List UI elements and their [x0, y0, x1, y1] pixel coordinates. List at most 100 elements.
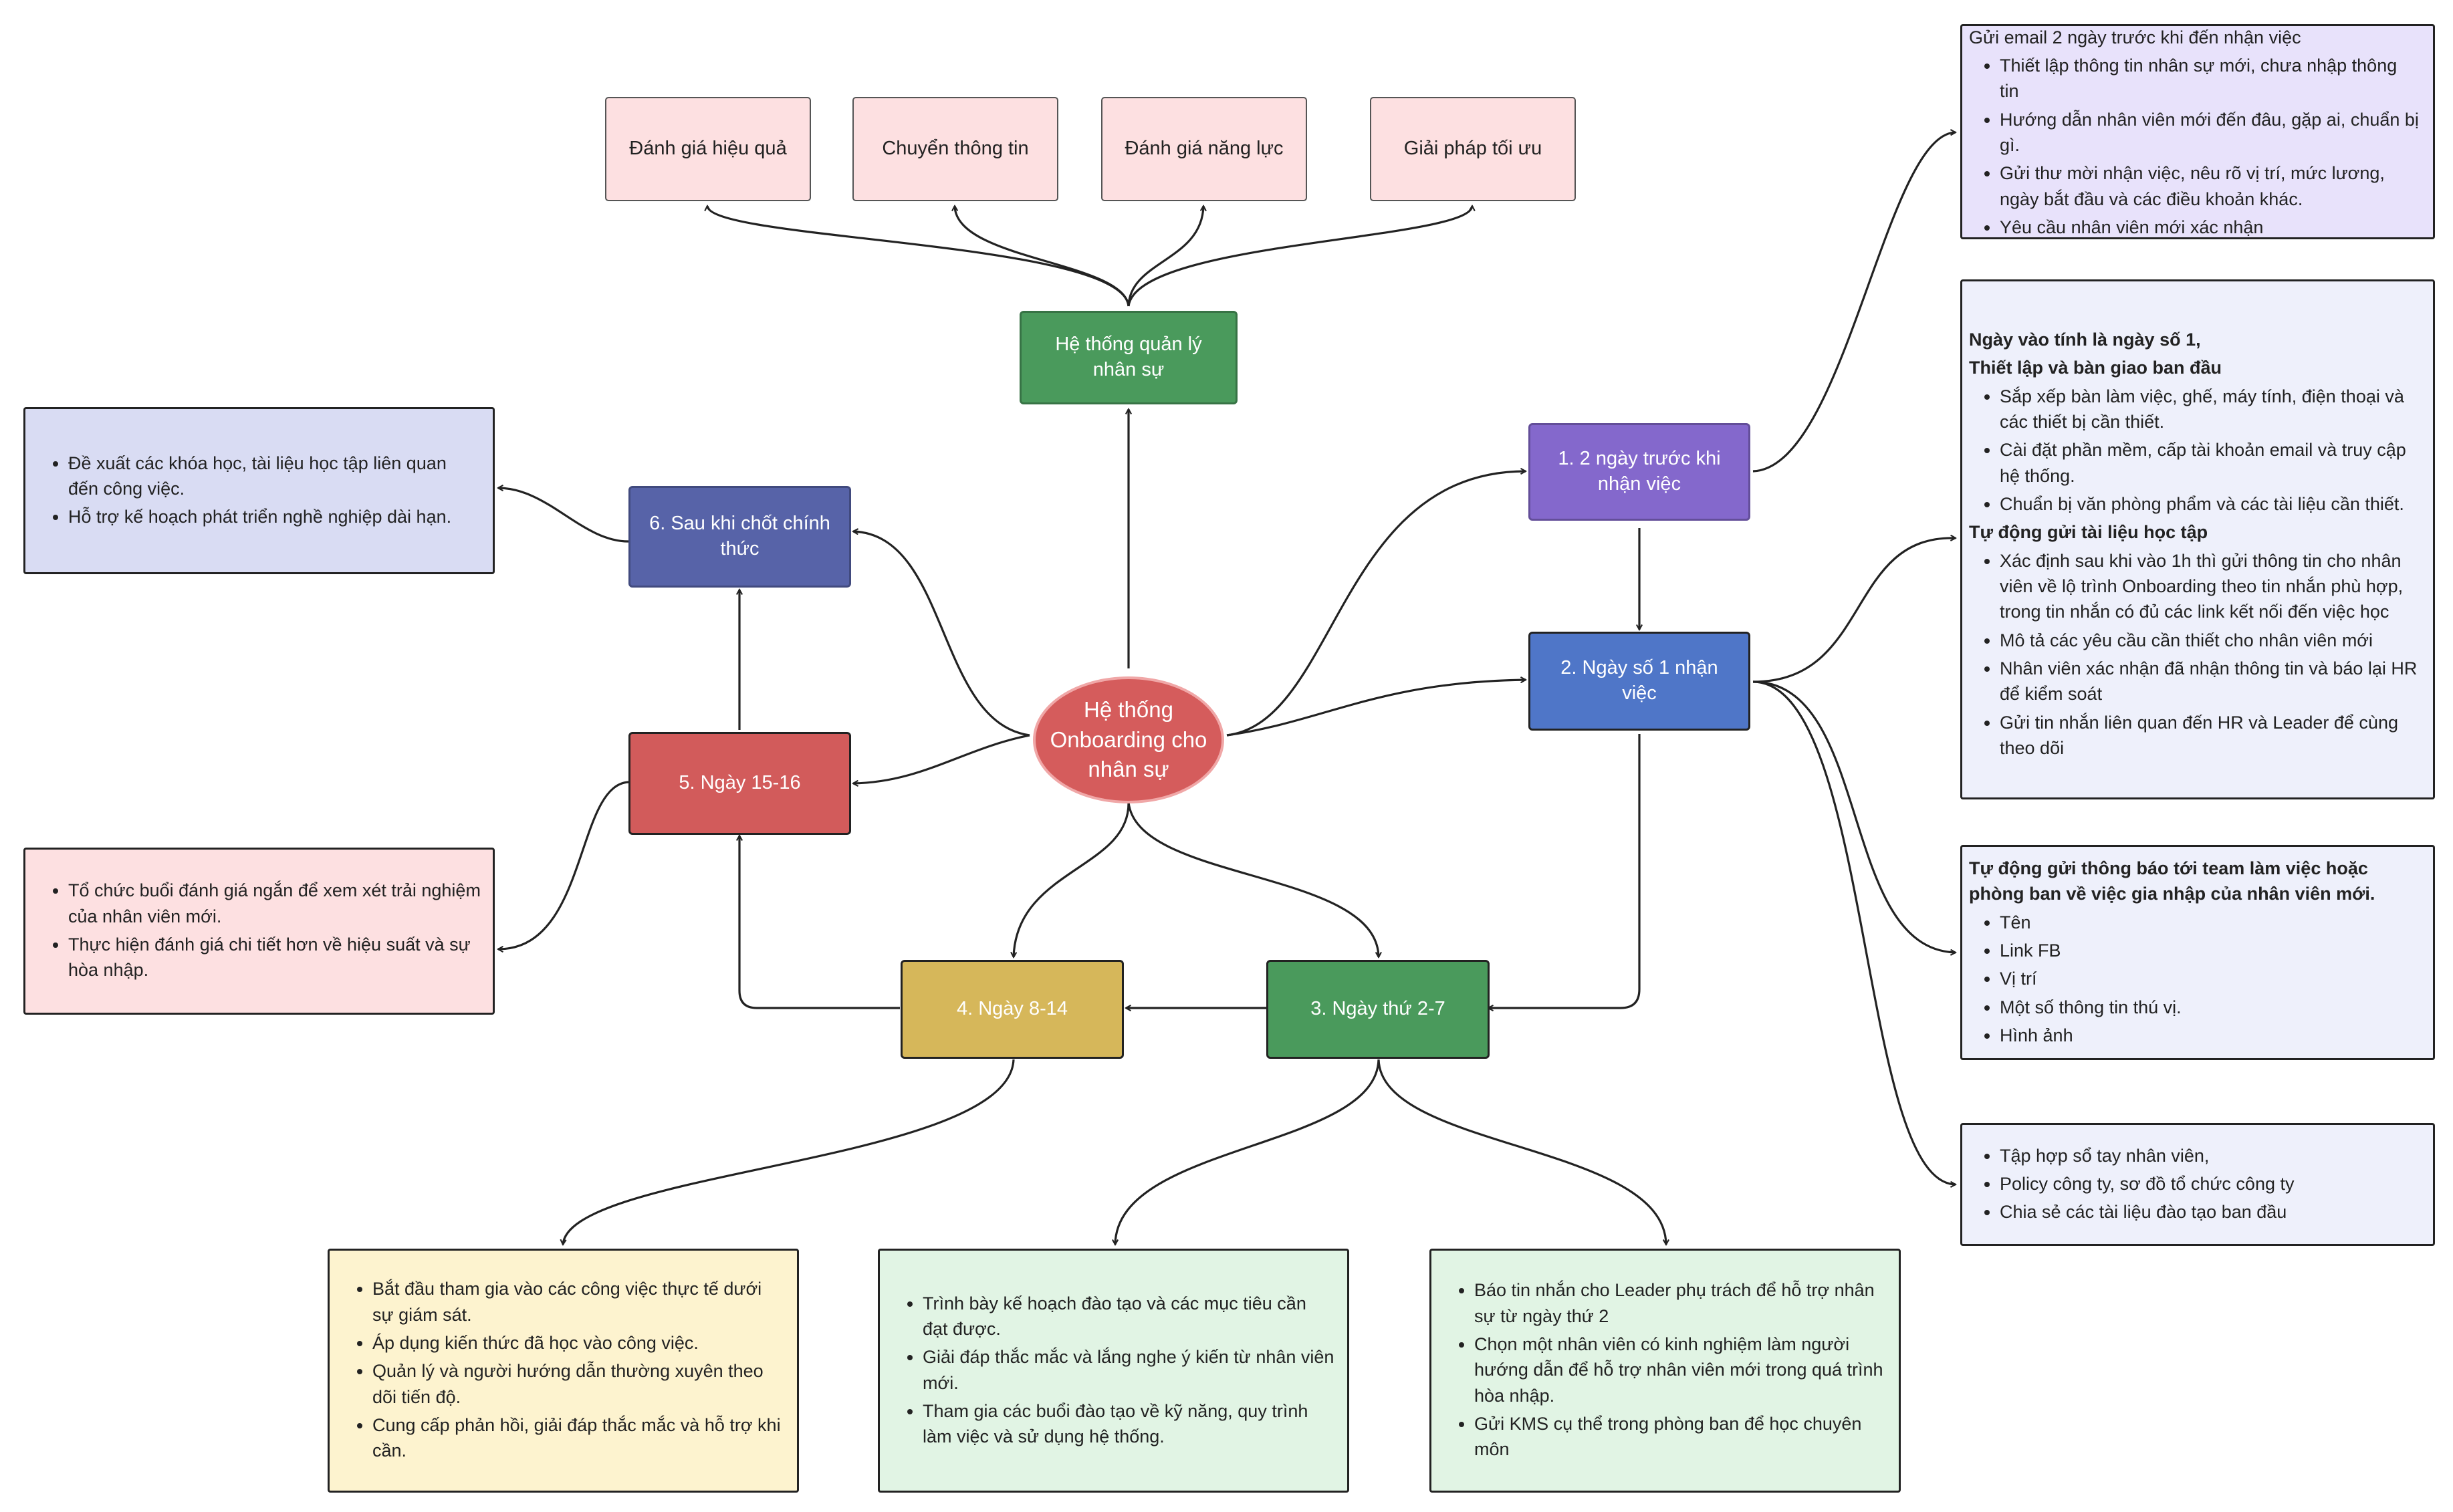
- hr-feature-node[interactable]: Đánh giá hiệu quả: [605, 97, 811, 201]
- note-bullet: Hình ảnh: [2000, 1023, 2421, 1048]
- edge-step2-step3: [1488, 734, 1641, 1008]
- note-step3-mentor: Báo tin nhắn cho Leader phụ trách để hỗ …: [1429, 1249, 1901, 1493]
- note-bullet: Áp dụng kiến thức đã học vào công việc.: [372, 1330, 785, 1356]
- note-bullet: Gửi KMS cụ thể trong phòng ban để học ch…: [1474, 1411, 1887, 1463]
- edge-step6-note: [498, 488, 629, 543]
- center-node[interactable]: Hệ thống Onboarding cho nhân sự: [1033, 676, 1224, 803]
- note-list: Báo tin nhắn cho Leader phụ trách để hỗ …: [1443, 1277, 1887, 1465]
- note-bullet: Gửi tin nhắn liên quan đến HR và Leader …: [2000, 710, 2421, 761]
- note-list: Tổ chức buổi đánh giá ngắn để xem xét tr…: [37, 878, 481, 985]
- hr-system-label: Hệ thống quản lý nhân sự: [1055, 334, 1202, 380]
- note-bullet: Gửi thư mời nhận việc, nêu rõ vị trí, mứ…: [2000, 160, 2421, 212]
- note-day1-announce: Tự động gửi thông báo tới team làm việc …: [1960, 845, 2435, 1060]
- center-label: Hệ thống Onboarding cho nhân sự: [1050, 697, 1207, 782]
- step6-node[interactable]: 6. Sau khi chốt chính thức: [628, 486, 851, 588]
- edge-center-step5: [853, 734, 1030, 783]
- hr-feature-node[interactable]: Đánh giá năng lực: [1101, 97, 1307, 201]
- note-bullet: Cung cấp phản hồi, giải đáp thắc mắc và …: [372, 1412, 785, 1464]
- edge-hr-feature-4: [1127, 206, 1472, 307]
- edge-center-step2: [1226, 680, 1526, 737]
- note-bullet: Hỗ trợ kế hoạch phát triển nghề nghiệp d…: [68, 504, 481, 529]
- note-list: TênLink FB Vị tríMột số thông tin thú vị.…: [1969, 910, 2421, 1051]
- step5-node[interactable]: 5. Ngày 15-16: [628, 732, 851, 835]
- note-list: Đề xuất các khóa học, tài liệu học tập l…: [37, 451, 481, 533]
- note-heading: Thiết lập và bàn giao ban đầu: [1969, 358, 2222, 378]
- hr-feature-label: Giải pháp tối ưu: [1403, 138, 1542, 160]
- edge-step3-training: [1115, 1059, 1380, 1245]
- edge-hr-feature-3: [1127, 206, 1203, 307]
- note-bullet: Giải đáp thắc mắc và lắng nghe ý kiến từ…: [923, 1344, 1335, 1396]
- note-list: Thiết lập thông tin nhân sự mới, chưa nh…: [1969, 53, 2421, 243]
- edge-center-step6: [853, 531, 1030, 737]
- note-bullet: Cài đặt phần mềm, cấp tài khoản email và…: [2000, 437, 2421, 489]
- edge-hr-feature-1: [707, 206, 1130, 307]
- note-bullet: Tập hợp sổ tay nhân viên,: [2000, 1143, 2421, 1168]
- step4-label: 4. Ngày 8-14: [956, 998, 1068, 1020]
- note-pre-hire: Gửi email 2 ngày trước khi đến nhận việc…: [1960, 24, 2435, 239]
- note-bullet: Báo tin nhắn cho Leader phụ trách để hỗ …: [1474, 1277, 1887, 1329]
- step2-label: 2. Ngày số 1 nhận việc: [1560, 657, 1718, 704]
- note-bullet: Xác định sau khi vào 1h thì gửi thông ti…: [2000, 548, 2421, 625]
- note-bullet: Bắt đầu tham gia vào các công việc thực …: [372, 1276, 785, 1328]
- hr-feature-node[interactable]: Giải pháp tối ưu: [1370, 97, 1576, 201]
- note-list: Sắp xếp bàn làm việc, ghế, máy tính, điệ…: [1969, 384, 2421, 520]
- step4-node[interactable]: 4. Ngày 8-14: [901, 960, 1124, 1059]
- note-bullet: Sắp xếp bàn làm việc, ghế, máy tính, điệ…: [2000, 384, 2421, 435]
- edge-hr-feature-2: [955, 206, 1130, 307]
- hr-feature-label: Đánh giá hiệu quả: [629, 138, 787, 160]
- edge-step3-mentor: [1377, 1059, 1666, 1245]
- note-bullet: Tham gia các buổi đào tạo về kỹ năng, qu…: [923, 1398, 1335, 1450]
- edge-step5-note: [498, 781, 629, 949]
- edge-step1-note: [1752, 132, 1956, 473]
- edge-step2-announce: [1752, 680, 1956, 953]
- note-step6: Đề xuất các khóa học, tài liệu học tập l…: [23, 407, 495, 574]
- edge-center-step3: [1127, 801, 1379, 957]
- note-day1-setup: Ngày vào tính là ngày số 1, Thiết lập và …: [1960, 279, 2435, 799]
- note-step4: Bắt đầu tham gia vào các công việc thực …: [328, 1249, 799, 1493]
- note-bullet: Tổ chức buổi đánh giá ngắn để xem xét tr…: [68, 878, 481, 929]
- note-list: Tập hợp sổ tay nhân viên, Policy công ty,…: [1969, 1143, 2421, 1228]
- note-step5: Tổ chức buổi đánh giá ngắn để xem xét tr…: [23, 848, 495, 1015]
- step1-node[interactable]: 1. 2 ngày trước khi nhận việc: [1528, 423, 1750, 521]
- note-day1-docs: Tập hợp sổ tay nhân viên, Policy công ty,…: [1960, 1123, 2435, 1246]
- step5-label: 5. Ngày 15-16: [679, 772, 801, 794]
- note-heading: Tự động gửi thông báo tới team làm việc …: [1969, 858, 2375, 904]
- note-bullet: Nhân viên xác nhận đã nhận thông tin và …: [2000, 656, 2421, 707]
- note-bullet: Policy công ty, sơ đồ tổ chức công ty: [2000, 1171, 2421, 1196]
- step1-label: 1. 2 ngày trước khi nhận việc: [1558, 448, 1721, 495]
- hr-feature-label: Đánh giá năng lực: [1125, 138, 1284, 160]
- hr-feature-node[interactable]: Chuyển thông tin: [852, 97, 1058, 201]
- note-bullet: Quản lý và người hướng dẫn thường xuyên …: [372, 1358, 785, 1410]
- note-bullet: Hướng dẫn nhân viên mới đến đâu, gặp ai,…: [2000, 107, 2421, 158]
- note-heading: Ngày vào tính là ngày số 1,: [1969, 330, 2201, 350]
- edge-center-step4: [1014, 801, 1130, 957]
- note-list: Trình bày kế hoạch đào tạo và các mục ti…: [892, 1291, 1335, 1453]
- note-step3-training: Trình bày kế hoạch đào tạo và các mục ti…: [878, 1249, 1349, 1493]
- edge-center-step1: [1226, 471, 1526, 737]
- note-bullet: Yêu cầu nhân viên mới xác nhận: [2000, 215, 2421, 240]
- edge-step4-step5: [739, 836, 900, 1009]
- step6-label: 6. Sau khi chốt chính thức: [649, 513, 830, 559]
- note-bullet: Đề xuất các khóa học, tài liệu học tập l…: [68, 451, 481, 502]
- hr-system-node[interactable]: Hệ thống quản lý nhân sự: [1020, 311, 1238, 404]
- note-bullet: Chuẩn bị văn phòng phẩm và các tài liệu …: [2000, 491, 2421, 517]
- edge-step2-docs: [1752, 680, 1956, 1184]
- edge-step2-setup: [1752, 538, 1956, 683]
- note-bullet: Chọn một nhân viên có kinh nghiệm làm ng…: [1474, 1332, 1887, 1408]
- note-list: Bắt đầu tham gia vào các công việc thực …: [342, 1276, 785, 1466]
- note-bullet: Một số thông tin thú vị.: [2000, 995, 2421, 1020]
- step2-node[interactable]: 2. Ngày số 1 nhận việc: [1528, 632, 1750, 731]
- note-bullet: Tên: [2000, 910, 2421, 935]
- note-bullet: Chia sẻ các tài liệu đào tạo ban đầu: [2000, 1199, 2421, 1225]
- note-bullet: Thực hiện đánh giá chi tiết hơn về hiệu …: [68, 932, 481, 983]
- note-list: Xác định sau khi vào 1h thì gửi thông ti…: [1969, 548, 2421, 764]
- step3-label: 3. Ngày thứ 2-7: [1310, 998, 1445, 1020]
- note-bullet: Mô tả các yêu cầu cần thiết cho nhân viê…: [2000, 628, 2421, 653]
- note-bullet: Trình bày kế hoạch đào tạo và các mục ti…: [923, 1291, 1335, 1342]
- note-bullet: Vị trí: [2000, 966, 2421, 991]
- hr-feature-label: Chuyển thông tin: [882, 138, 1029, 160]
- edge-step4-note: [563, 1059, 1015, 1245]
- note-bullet: Link FB: [2000, 938, 2421, 963]
- step3-node[interactable]: 3. Ngày thứ 2-7: [1266, 960, 1490, 1059]
